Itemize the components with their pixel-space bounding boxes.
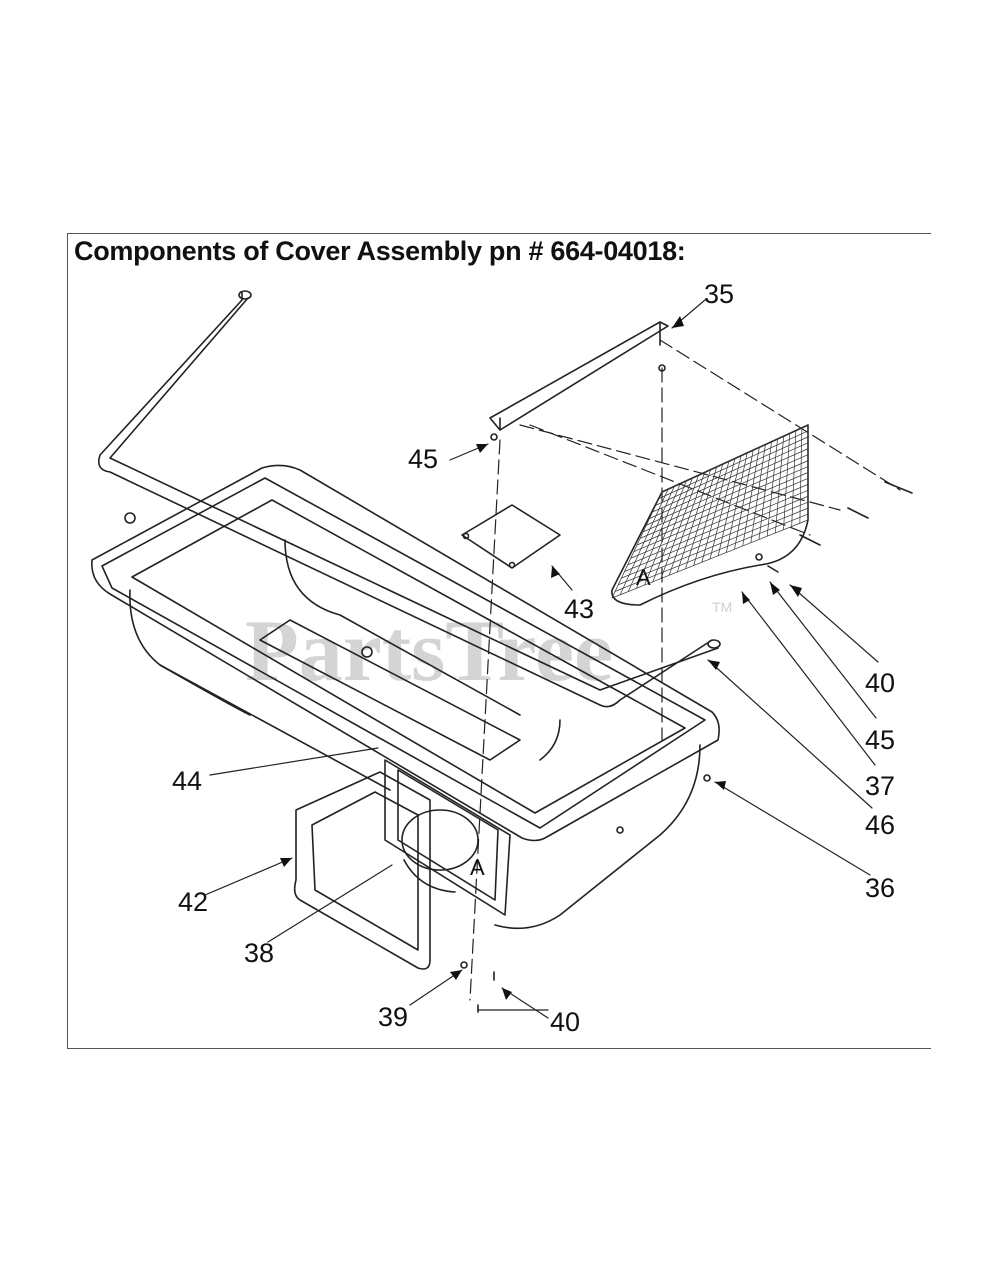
callout-39: 39	[378, 1002, 408, 1032]
mesh-line	[618, 507, 809, 586]
ref-letter-a-screen: A	[636, 565, 651, 590]
diagram-title: Components of Cover Assembly pn # 664-04…	[74, 236, 686, 266]
callout-37: 37	[865, 771, 895, 801]
mesh-screen	[611, 424, 809, 606]
mesh-line	[646, 454, 809, 526]
mesh-line	[643, 460, 809, 533]
mounting-bracket	[489, 321, 669, 431]
callout-45-top: 45	[408, 444, 438, 474]
mesh-line	[636, 472, 809, 546]
callout-40-bottom: 40	[550, 1007, 580, 1037]
access-plate	[461, 504, 561, 569]
callout-36: 36	[865, 873, 895, 903]
mesh-line	[649, 448, 809, 519]
watermark-trademark: TM	[712, 599, 732, 615]
discharge-chute	[384, 759, 511, 916]
callout-44: 44	[172, 766, 202, 796]
callout-42: 42	[178, 887, 208, 917]
handle-bar	[97, 290, 721, 708]
hardware	[460, 364, 913, 1013]
callout-38: 38	[244, 938, 274, 968]
gasket	[293, 771, 431, 970]
watermark: PartsTree	[245, 603, 613, 700]
diagram-frame	[67, 233, 931, 1049]
mesh-line	[633, 478, 809, 552]
mesh-line	[624, 495, 809, 572]
assembly-guides	[469, 339, 901, 1001]
leader-arrows	[280, 316, 802, 1000]
callout-46: 46	[865, 810, 895, 840]
mesh-line	[630, 484, 809, 559]
mesh-line	[614, 513, 809, 592]
callout-43: 43	[564, 594, 594, 624]
mesh-line	[652, 442, 809, 513]
mesh-line	[611, 519, 809, 599]
callout-35: 35	[704, 279, 734, 309]
callout-45-right: 45	[865, 725, 895, 755]
mesh-line	[627, 489, 809, 566]
cover-tray	[91, 464, 720, 930]
mesh-line	[658, 430, 809, 499]
mesh-line	[655, 436, 809, 506]
mesh-line	[621, 501, 809, 579]
leader-lines	[204, 299, 879, 1019]
mesh-grid	[611, 424, 809, 599]
mesh-line	[639, 466, 809, 539]
callout-40-right: 40	[865, 668, 895, 698]
ref-letter-a-chute: A	[470, 855, 485, 880]
mesh-line	[661, 424, 809, 493]
